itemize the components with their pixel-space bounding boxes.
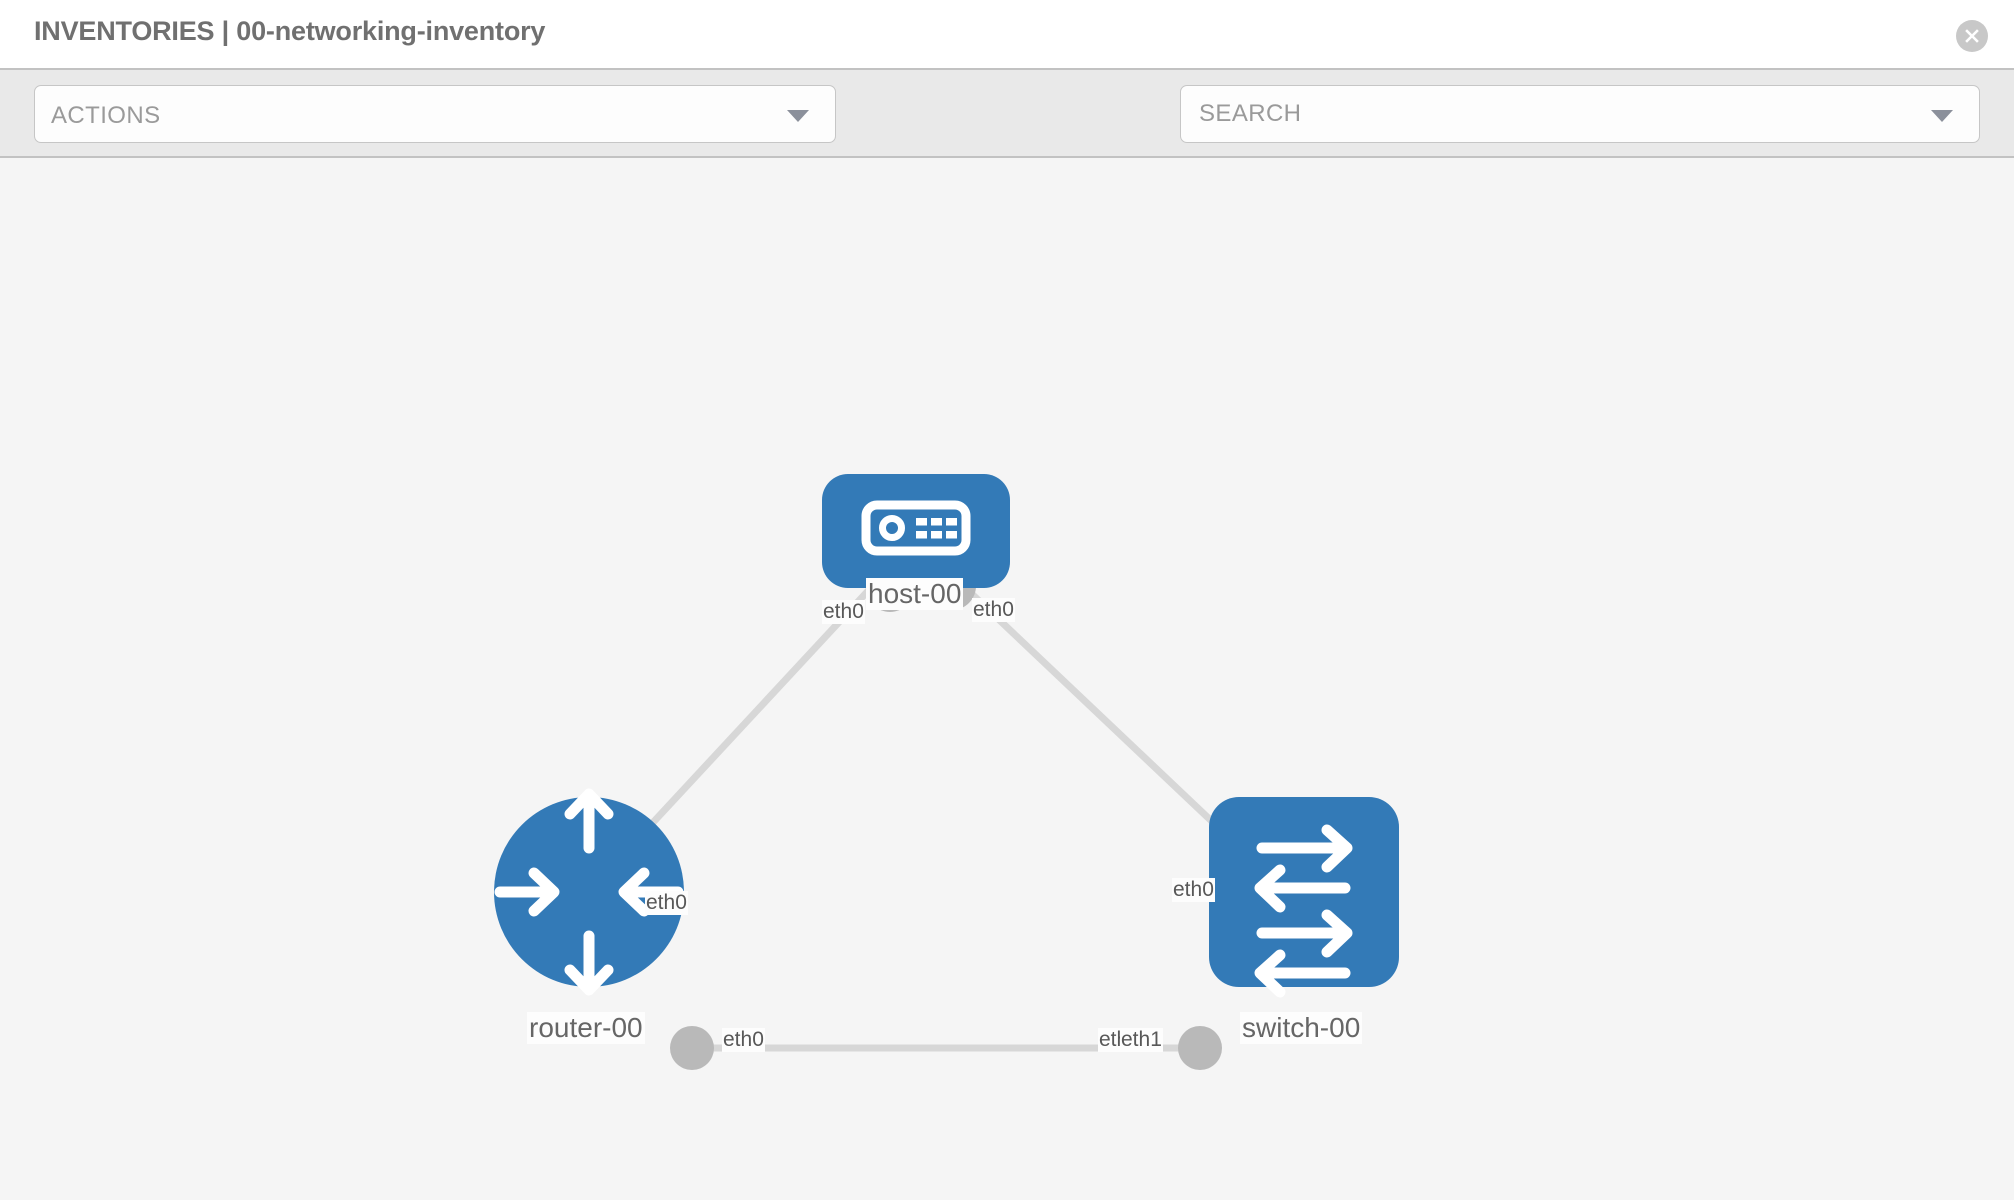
topology-canvas[interactable]: eth0 eth0 eth0 eth0 eth0 eth0 eth1 host-… (0, 158, 2014, 1200)
chevron-down-icon[interactable] (1931, 110, 1953, 122)
close-icon[interactable] (1956, 20, 1988, 52)
page-title: INVENTORIES | 00-networking-inventory (34, 16, 546, 46)
edge-label-router00-right: eth0 (722, 1028, 765, 1052)
edge-label-host00-left: eth0 (822, 600, 865, 624)
app-header: INVENTORIES | 00-networking-inventory (0, 0, 2014, 68)
topology-connectors (670, 562, 1259, 1070)
search-field[interactable] (1180, 85, 1980, 143)
connector-router00-right[interactable] (670, 1026, 714, 1070)
close-x-glyph (1965, 29, 1979, 43)
toolbar: ACTIONS (0, 68, 2014, 195)
node-router-00[interactable] (494, 788, 684, 996)
switch-arrows-icon (1254, 824, 1353, 998)
search-input[interactable] (1197, 86, 1927, 142)
node-label-switch-00: switch-00 (1240, 1012, 1363, 1044)
link-host00-router00[interactable] (617, 575, 883, 861)
edge-label-host00-right: eth0 (972, 598, 1015, 622)
four-arrows-icon (494, 788, 684, 996)
link-host00-switch00[interactable] (952, 575, 1243, 851)
node-host-00[interactable] (822, 474, 1010, 588)
chevron-down-icon (787, 110, 809, 122)
server-icon (861, 500, 971, 556)
node-label-router-00: router-00 (527, 1012, 645, 1044)
node-label-host-00: host-00 (866, 578, 964, 610)
actions-dropdown[interactable]: ACTIONS (34, 85, 836, 143)
edge-label-router00-up: eth0 (645, 891, 688, 915)
node-switch-00[interactable] (1209, 797, 1399, 998)
actions-dropdown-label: ACTIONS (51, 102, 161, 129)
connector-switch00-left[interactable] (1178, 1026, 1222, 1070)
edge-label-switch00-left-eth1: eth1 (1120, 1028, 1163, 1052)
topology-links (617, 575, 1243, 1052)
edge-label-switch00-up: eth0 (1172, 878, 1215, 902)
topology-graph (494, 474, 1399, 1070)
